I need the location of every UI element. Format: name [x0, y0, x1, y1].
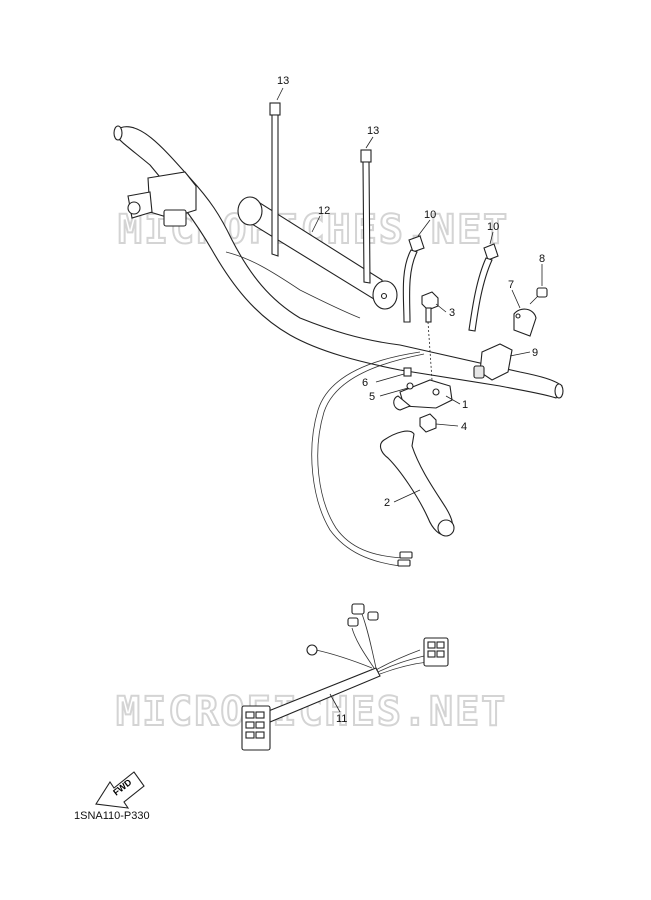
callout-8: 8: [539, 253, 545, 265]
callout-13b: 13: [367, 125, 379, 137]
handlebar: [113, 125, 564, 399]
part-7-clamp: [513, 308, 537, 337]
part-13-cable-tie-right: [360, 149, 372, 284]
callout-4: 4: [461, 421, 467, 433]
left-switch-housing: [127, 171, 197, 227]
callout-9: 9: [532, 347, 538, 359]
fwd-arrow-icon: FWD: [95, 771, 145, 809]
part-9-switch: [473, 343, 513, 381]
callout-12: 12: [318, 205, 330, 217]
callout-3: 3: [449, 307, 455, 319]
callout-5: 5: [369, 391, 375, 403]
diagram-code: 1SNA110-P330: [74, 810, 150, 822]
cable-connectors: [397, 551, 413, 567]
part-5-washer: [406, 382, 414, 390]
part-1-lever-holder: [393, 379, 453, 411]
switch-cable: [311, 351, 421, 567]
part-10-band-right: [468, 243, 499, 332]
callout-2: 2: [384, 497, 390, 509]
part-3-bolt: [421, 291, 439, 381]
callout-10b: 10: [487, 221, 499, 233]
callout-7: 7: [508, 279, 514, 291]
part-8-screw: [529, 287, 548, 305]
switch-cable-inner: [317, 353, 425, 559]
part-11-wire-harness: [241, 603, 449, 751]
callout-13a: 13: [277, 75, 289, 87]
part-2-lever: [379, 430, 455, 537]
part-12-handlebar-pad: [237, 196, 398, 310]
callout-6: 6: [362, 377, 368, 389]
callout-11: 11: [336, 713, 347, 725]
part-10-band-left: [402, 235, 425, 323]
leader-lines: [276, 87, 543, 713]
callout-10a: 10: [424, 209, 436, 221]
part-6-screw: [403, 367, 412, 377]
callout-1: 1: [462, 399, 468, 411]
part-4-nut: [419, 413, 437, 433]
part-13-cable-tie-left: [269, 102, 281, 257]
